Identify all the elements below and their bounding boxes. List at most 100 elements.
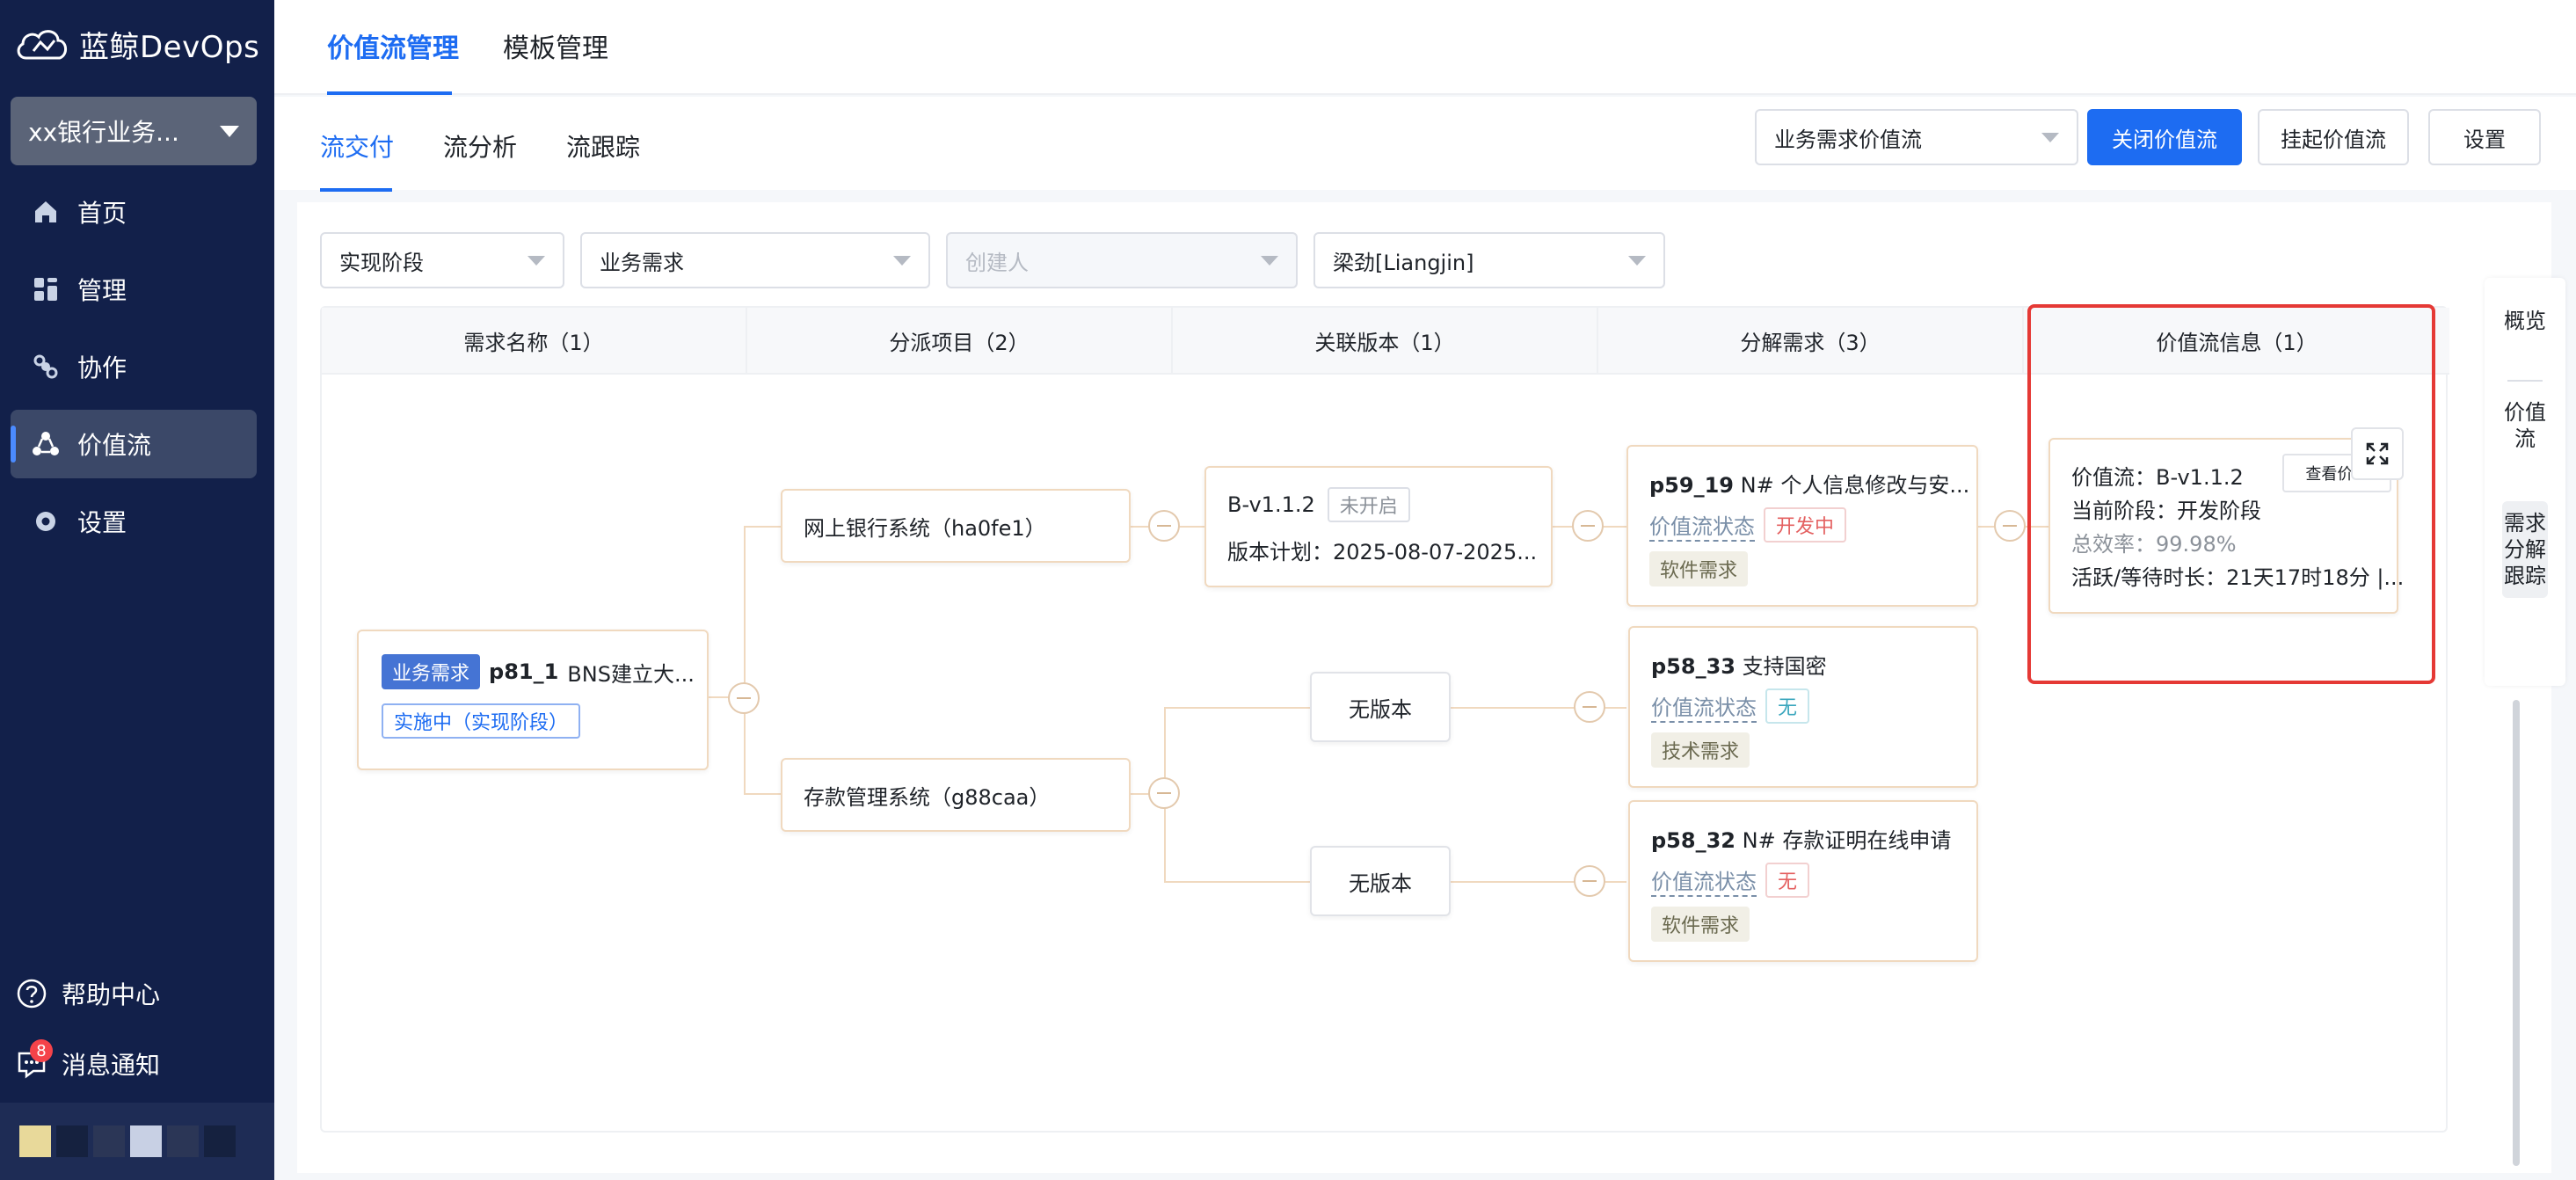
subreq-title: N# 存款证明在线申请 xyxy=(1743,828,1952,853)
valuestream-select[interactable]: 业务需求价值流 xyxy=(1755,109,2078,165)
project-select[interactable]: xx银行业务... xyxy=(11,97,257,165)
subreq-title: 支持国密 xyxy=(1743,654,1827,679)
type-filter[interactable]: 业务需求 xyxy=(580,232,930,288)
subreq-card[interactable]: p59_19 N# 个人信息修改与安... 价值流状态 开发中 软件需求 xyxy=(1626,445,1978,607)
tab-flow-analysis[interactable]: 流分析 xyxy=(443,128,517,164)
requirement-type-tag: 业务需求 xyxy=(382,654,480,689)
sidebar-item-home[interactable]: 首页 xyxy=(11,178,257,246)
rail-requirement-tracking[interactable]: 需求分解跟踪 xyxy=(2502,501,2548,598)
sidebar-item-label: 设置 xyxy=(77,504,127,539)
requirement-status-tag: 实施中（实现阶段） xyxy=(382,703,580,739)
tab-flow-tracking[interactable]: 流跟踪 xyxy=(566,128,640,164)
question-icon xyxy=(16,978,47,1009)
version-plan-label: 版本计划： xyxy=(1227,540,1333,565)
requirement-card[interactable]: 业务需求 p81_1 BNS建立大... 实施中（实现阶段） xyxy=(357,630,709,770)
requirement-status-row: 实施中（实现阶段） xyxy=(382,703,684,739)
subreq-status-tag: 无 xyxy=(1765,863,1809,898)
no-version-label: 无版本 xyxy=(1349,692,1412,723)
type-filter-value: 业务需求 xyxy=(600,245,684,276)
no-version-card[interactable]: 无版本 xyxy=(1310,846,1451,916)
notification-link[interactable]: 8 消息通知 xyxy=(16,1029,262,1099)
sidebar-item-label: 协作 xyxy=(77,349,127,384)
sub-header: 流交付 流分析 流跟踪 业务需求价值流 关闭价值流 挂起价值流 设置 xyxy=(274,97,2576,190)
vertical-scrollbar[interactable] xyxy=(2513,700,2520,1166)
stage-filter-value: 实现阶段 xyxy=(339,245,424,276)
rail-overview[interactable]: 概览 xyxy=(2502,308,2548,334)
user-avatar-strip[interactable] xyxy=(0,1103,274,1180)
collapse-toggle[interactable] xyxy=(728,682,760,714)
connector-line xyxy=(744,526,781,528)
highlight-box xyxy=(2027,304,2435,684)
subreq-title-row: p58_33 支持国密 xyxy=(1651,649,1955,680)
sidebar-item-valuestream[interactable]: 价值流 xyxy=(11,410,257,478)
subreq-status-label: 价值流状态 xyxy=(1649,509,1755,542)
creator-filter[interactable]: 创建人 xyxy=(946,232,1298,288)
brand-name: 蓝鲸DevOps xyxy=(79,23,259,66)
close-valuestream-button[interactable]: 关闭价值流 xyxy=(2087,109,2242,165)
connector-line xyxy=(1164,881,1310,883)
avatar-pixel xyxy=(130,1125,162,1157)
collab-icon xyxy=(32,353,60,381)
owner-filter[interactable]: 梁劲[Liangjin] xyxy=(1313,232,1665,288)
version-card[interactable]: B-v1.1.2 未开启 版本计划：2025-08-07-2025... xyxy=(1204,466,1553,587)
tab-valuestream-manage[interactable]: 价值流管理 xyxy=(327,26,459,65)
sidebar: 蓝鲸DevOps xx银行业务... 首页 管理 协作 价值流 设置 帮助 xyxy=(0,0,274,1180)
no-version-card[interactable]: 无版本 xyxy=(1310,672,1451,742)
avatar-pixel xyxy=(56,1125,88,1157)
stage-filter[interactable]: 实现阶段 xyxy=(320,232,564,288)
no-version-label: 无版本 xyxy=(1349,866,1412,897)
subreq-kind-row: 技术需求 xyxy=(1651,732,1955,768)
subreq-status-tag: 无 xyxy=(1765,688,1809,724)
avatar-pixel xyxy=(204,1125,236,1157)
connector-line xyxy=(744,793,781,795)
sidebar-item-manage[interactable]: 管理 xyxy=(11,255,257,324)
subreq-status-label: 价值流状态 xyxy=(1651,690,1757,723)
subreq-card[interactable]: p58_33 支持国密 价值流状态 无 技术需求 xyxy=(1628,626,1978,788)
notification-badge: 8 xyxy=(30,1039,53,1062)
requirement-id: p81_1 xyxy=(489,659,558,684)
collapse-toggle[interactable] xyxy=(1572,510,1604,542)
subreq-kind-row: 软件需求 xyxy=(1649,551,1955,586)
home-icon xyxy=(32,198,60,226)
active-subtab-indicator xyxy=(320,188,392,192)
version-status-tag: 未开启 xyxy=(1328,487,1410,522)
rail-valuestream[interactable]: 价值流 xyxy=(2502,399,2548,452)
help-center-label: 帮助中心 xyxy=(62,976,160,1011)
project-card-name: 网上银行系统（ha0fe1） xyxy=(804,511,1046,542)
column-header: 关联版本（1） xyxy=(1173,308,1598,375)
chevron-down-icon xyxy=(220,126,239,137)
avatar-pixel xyxy=(167,1125,199,1157)
sidebar-item-label: 价值流 xyxy=(77,426,151,462)
project-card[interactable]: 网上银行系统（ha0fe1） xyxy=(781,489,1131,563)
owner-filter-value: 梁劲[Liangjin] xyxy=(1333,245,1474,276)
column-header: 分派项目（2） xyxy=(747,308,1173,375)
active-tab-indicator xyxy=(327,91,452,95)
collapse-toggle[interactable] xyxy=(1574,691,1605,723)
subreq-id: p58_33 xyxy=(1651,654,1736,679)
settings-button[interactable]: 设置 xyxy=(2428,109,2541,165)
avatar xyxy=(19,1125,51,1157)
hang-valuestream-button[interactable]: 挂起价值流 xyxy=(2258,109,2409,165)
brand-logo[interactable]: 蓝鲸DevOps xyxy=(14,21,259,67)
tab-flow-delivery[interactable]: 流交付 xyxy=(320,128,394,164)
sidebar-item-collab[interactable]: 协作 xyxy=(11,332,257,401)
subreq-title-row: p59_19 N# 个人信息修改与安... xyxy=(1649,468,1955,499)
collapse-toggle[interactable] xyxy=(1148,777,1180,809)
chevron-down-icon xyxy=(1628,256,1646,266)
connector-line xyxy=(744,526,746,795)
requirement-title-row: 业务需求 p81_1 BNS建立大... xyxy=(382,654,684,689)
collapse-toggle[interactable] xyxy=(1148,510,1180,542)
sidebar-item-settings[interactable]: 设置 xyxy=(11,487,257,556)
tab-template-manage[interactable]: 模板管理 xyxy=(503,26,608,65)
chevron-down-icon xyxy=(528,256,545,266)
help-center-link[interactable]: 帮助中心 xyxy=(16,958,262,1029)
collapse-toggle[interactable] xyxy=(1994,510,2026,542)
subreq-id: p59_19 xyxy=(1649,473,1734,498)
subreq-status-row: 价值流状态 无 xyxy=(1651,688,1955,724)
collapse-toggle[interactable] xyxy=(1574,865,1605,897)
subreq-id: p58_32 xyxy=(1651,828,1736,853)
subreq-kind-row: 软件需求 xyxy=(1651,907,1955,942)
subreq-title: N# 个人信息修改与安... xyxy=(1741,473,1970,498)
subreq-card[interactable]: p58_32 N# 存款证明在线申请 价值流状态 无 软件需求 xyxy=(1628,800,1978,962)
project-card[interactable]: 存款管理系统（g88caa） xyxy=(781,758,1131,832)
